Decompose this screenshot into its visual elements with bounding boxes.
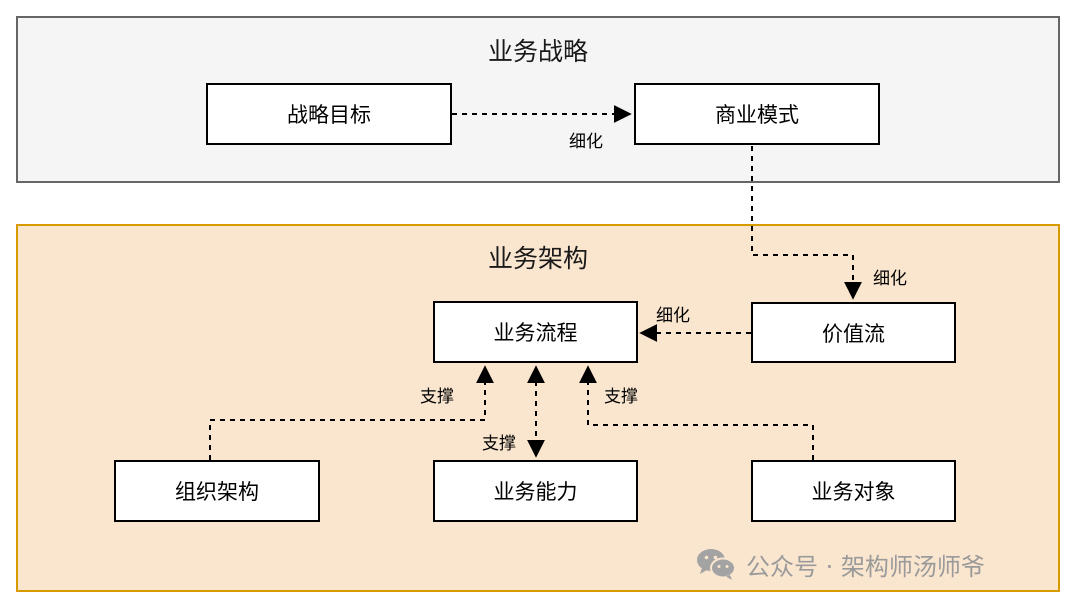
business-model-node: 商业模式 [634, 83, 880, 145]
business-strategy-group: 业务战略 [16, 16, 1060, 183]
edge-label-model-to-value: 细化 [873, 269, 907, 289]
wechat-icon [696, 547, 736, 581]
edge-label-capability-to-process: 支撑 [482, 434, 516, 454]
edge-label-object-to-process: 支撑 [604, 387, 638, 407]
edge-label-value-to-process: 细化 [656, 306, 690, 326]
watermark: 公众号 · 架构师汤师爷 [696, 546, 985, 582]
watermark-text: 公众号 · 架构师汤师爷 [746, 552, 985, 581]
business-architecture-title: 业务架构 [487, 244, 588, 273]
business-process-node: 业务流程 [433, 301, 638, 363]
value-stream-node: 价值流 [751, 302, 956, 363]
business-capability-node: 业务能力 [433, 460, 638, 522]
organization-node: 组织架构 [114, 460, 320, 522]
edge-label-goal-to-model: 细化 [569, 132, 603, 152]
business-object-node: 业务对象 [751, 460, 956, 522]
business-strategy-title: 业务战略 [487, 37, 588, 66]
edge-label-org-to-process: 支撑 [420, 387, 454, 407]
strategic-goal-node: 战略目标 [206, 83, 452, 145]
